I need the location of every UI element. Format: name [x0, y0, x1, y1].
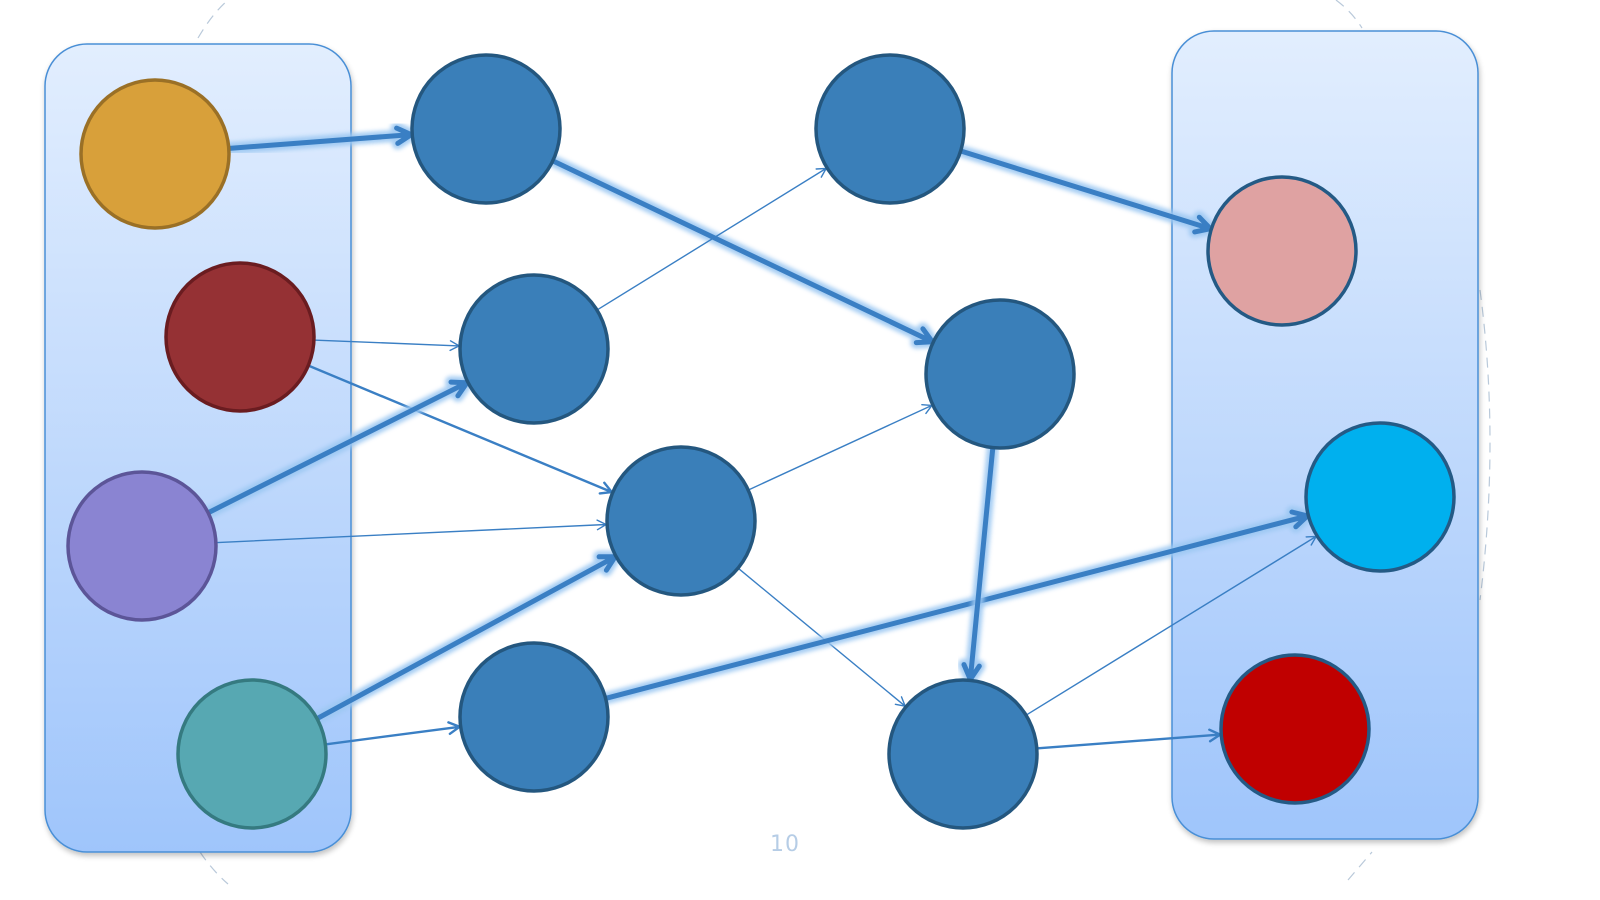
edge-line [592, 167, 827, 313]
input-group-panel [44, 43, 352, 853]
decor-arc-bottom-right [1347, 851, 1373, 881]
edge-hidden-c-to-hidden-g [734, 564, 906, 707]
node-input-darkred [164, 261, 316, 413]
decor-arc-top-left [197, 0, 229, 39]
decor-arc-right [1479, 289, 1491, 601]
node-hidden-g [887, 678, 1039, 830]
page-number: 10 [770, 832, 800, 857]
nodes-layer [66, 53, 1456, 830]
node-input-teal [176, 678, 328, 830]
node-hidden-c [605, 445, 757, 597]
edge-hidden-b-to-hidden-e [592, 167, 827, 313]
edges-layer [198, 122, 1317, 750]
node-output-cyan [1304, 421, 1456, 573]
decor-arc-top-right [1335, 0, 1363, 29]
node-hidden-d [458, 641, 610, 793]
node-hidden-f [924, 298, 1076, 450]
node-hidden-a [410, 53, 562, 205]
node-output-red [1219, 653, 1371, 805]
node-hidden-e [814, 53, 966, 205]
node-input-purple [66, 470, 218, 622]
decor-arc-bottom-left [199, 851, 229, 885]
background-decoration [197, 0, 1491, 885]
edge-line [743, 404, 933, 493]
node-hidden-b [458, 273, 610, 425]
edge-hidden-c-to-hidden-f [743, 404, 933, 493]
edge-line [734, 564, 906, 707]
node-input-gold [79, 78, 231, 230]
node-output-pink [1206, 175, 1358, 327]
edge-hidden-f-to-hidden-g [958, 437, 1000, 686]
